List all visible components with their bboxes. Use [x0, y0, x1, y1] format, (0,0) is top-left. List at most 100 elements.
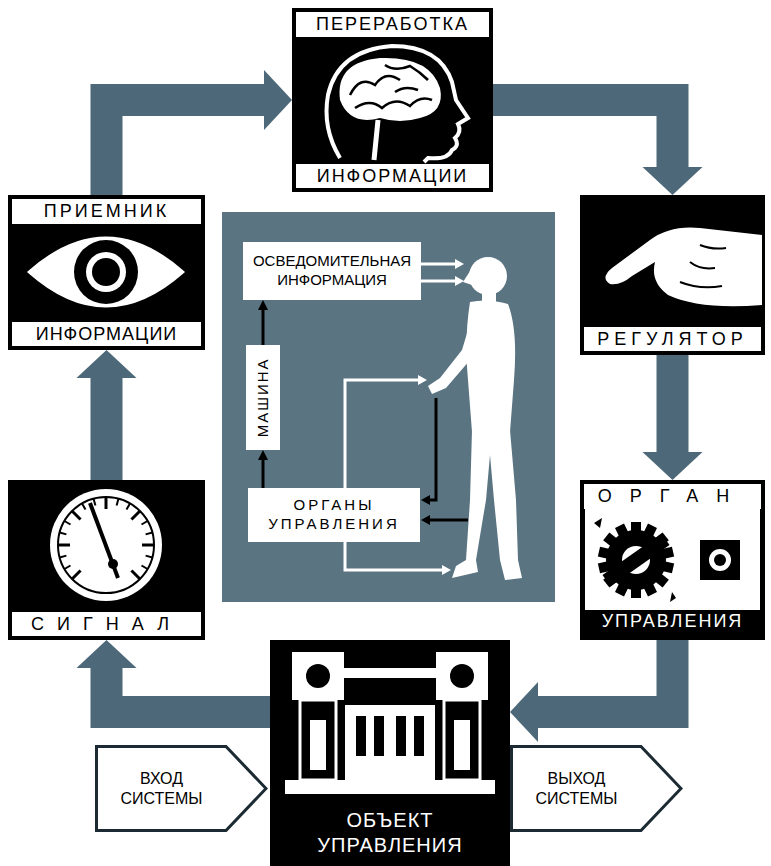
control-knob-picture-part	[670, 592, 676, 602]
information-to-eyes-arrows-part	[421, 263, 456, 266]
gauge-ticks-part	[146, 533, 153, 535]
eye-picture	[30, 239, 182, 306]
node-label: ПРИЕМНИК	[12, 199, 201, 224]
box-frames-part	[580, 195, 765, 355]
arrow-outline	[95, 745, 268, 832]
arrowhead	[264, 70, 292, 130]
action-arrows-part	[429, 519, 468, 522]
machine-picture-part	[396, 716, 406, 756]
eye-picture-part	[74, 240, 138, 304]
gauge-picture-part	[90, 503, 118, 578]
arrowhead	[643, 452, 703, 480]
gauge-ticks-part	[105, 497, 108, 509]
flow-arrow	[258, 300, 268, 345]
hand-foot-lines	[345, 375, 451, 575]
flow-arrow	[510, 640, 673, 742]
machine-picture-part	[454, 720, 470, 770]
hand-picture-part	[680, 245, 726, 287]
box-frames-part	[580, 480, 765, 640]
gauge-ticks-part	[142, 544, 154, 547]
gauge-ticks-part	[142, 521, 148, 525]
flow-arrow	[493, 100, 703, 195]
gauge-ticks-part	[131, 570, 139, 578]
machine-picture-part	[310, 720, 326, 770]
signal-box: СИГНАЛ	[8, 480, 205, 640]
flow-arrow	[643, 355, 703, 480]
node-label: ОБЪЕКТ УПРАВЛЕНИЯ	[300, 808, 480, 858]
box-frames-part	[8, 480, 205, 640]
action-arrows-part	[429, 398, 436, 500]
node-label: ОРГАНЫ УПРАВЛЕНИЯ	[248, 496, 420, 534]
box-frames	[8, 8, 765, 866]
gauge-ticks-part	[142, 566, 148, 570]
gauge-ticks-part	[64, 521, 70, 525]
flow-arrow	[77, 350, 137, 480]
control-knob-picture	[585, 509, 760, 610]
control-knob-picture-part	[700, 540, 740, 580]
object-box: ОБЪЕКТ УПРАВЛЕНИЯ	[270, 640, 510, 866]
node-label: ИНФОРМАЦИИ	[296, 164, 489, 189]
flow-arrow	[107, 70, 293, 195]
arrowhead	[258, 300, 268, 310]
eye-picture-part	[30, 239, 182, 306]
gauge-ticks-part	[60, 533, 67, 535]
brain-head-picture-part-part	[350, 76, 400, 95]
machine-picture-part	[285, 780, 495, 794]
gauge-ticks-part	[72, 511, 80, 519]
machine-picture-part	[292, 652, 344, 700]
control-organ-box: ОРГАНУПРАВЛЕНИЯ	[580, 480, 765, 640]
flow-line	[538, 640, 673, 712]
hand-foot-lines-part	[418, 375, 427, 385]
node-label: ПЕРЕРАБОТКА	[296, 12, 489, 37]
node-label: ИНФОРМАЦИИ	[12, 322, 201, 347]
information-to-eyes-arrows-part	[455, 276, 464, 286]
brain-head-picture-part-part	[395, 88, 418, 92]
machine-picture-part	[306, 664, 330, 688]
node-label: ОРГАН	[584, 484, 761, 509]
node-label: СИГНАЛ	[12, 612, 201, 637]
gear-teeth	[598, 522, 674, 598]
gauge-ticks-part	[82, 503, 86, 509]
flow-line	[262, 460, 265, 488]
person-figure	[428, 257, 522, 580]
control-knob-picture-part	[585, 509, 760, 610]
gauge-ticks-part	[72, 570, 80, 578]
flow-line	[91, 378, 123, 480]
input-arrow: ВХОД СИСТЕМЫ	[95, 745, 268, 832]
machine-picture	[285, 652, 495, 794]
control-knob-picture-part	[714, 554, 726, 566]
control-knob-picture-part	[709, 549, 731, 571]
gauge-ticks-part	[131, 511, 139, 519]
gauge-picture-part	[50, 489, 162, 601]
hand-picture-part	[605, 228, 762, 307]
arrowhead	[510, 682, 538, 742]
node-label: РЕГУЛЯТОР	[584, 327, 761, 352]
flow-line	[493, 100, 673, 167]
hand-foot-lines-part	[442, 565, 451, 575]
arrow-shape	[97, 747, 267, 831]
brain-head-picture-part	[327, 46, 469, 162]
regulator-box: РЕГУЛЯТОР	[580, 195, 765, 355]
flow-arrow	[258, 450, 268, 488]
output-arrow: ВЫХОД СИСТЕМЫ	[510, 745, 683, 832]
person-figure-part	[469, 257, 507, 295]
controls-box: ОРГАНЫ УПРАВЛЕНИЯ	[248, 488, 420, 542]
info-box: ОСВЕДОМИТЕЛЬНАЯ ИНФОРМАЦИЯ	[243, 242, 421, 300]
gauge-ticks-part	[146, 556, 153, 558]
hand-foot-lines-part	[345, 542, 442, 570]
node-label: ВЫХОД СИСТЕМЫ	[522, 769, 632, 809]
machine-picture-part	[300, 700, 336, 780]
machine-box: МАШИНА	[246, 345, 280, 450]
node-label: ВХОД СИСТЕМЫ	[107, 769, 217, 809]
gauge-ticks-part	[58, 544, 70, 547]
person-figure-part	[463, 268, 472, 285]
arrow-shape	[512, 747, 682, 831]
gauge-ticks-part	[60, 556, 67, 558]
hand-foot-lines-part	[345, 380, 418, 488]
brain-head-picture-part	[340, 58, 441, 121]
node-label: ОСВЕДОМИТЕЛЬНАЯ ИНФОРМАЦИЯ	[243, 252, 421, 290]
eye-picture-part	[92, 258, 120, 286]
flow-line	[107, 668, 271, 712]
